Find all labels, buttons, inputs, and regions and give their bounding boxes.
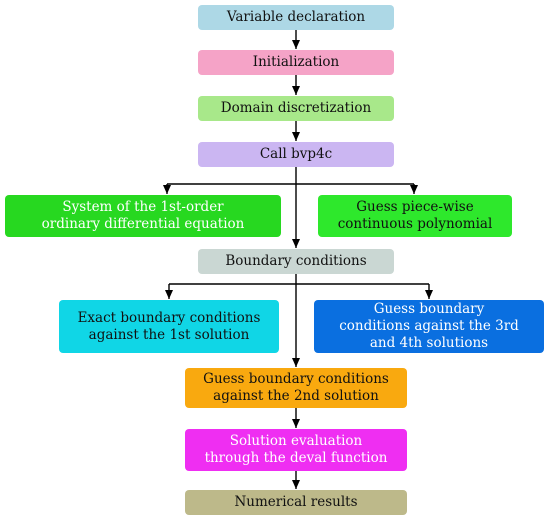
node-guess-boundary-conditions-3rd-4th: Guess boundary conditions against the 3r… xyxy=(314,300,544,353)
node-domain-discretization: Domain discretization xyxy=(198,96,394,121)
node-initialization: Initialization xyxy=(198,50,394,75)
node-guess-polynomial: Guess piece-wise continuous polynomial xyxy=(318,195,512,237)
node-guess-boundary-conditions-2nd: Guess boundary conditions against the 2n… xyxy=(185,368,407,408)
node-exact-boundary-conditions: Exact boundary conditions against the 1s… xyxy=(59,300,279,353)
node-call-bvp4c: Call bvp4c xyxy=(198,142,394,167)
node-system-ode: System of the 1st-order ordinary differe… xyxy=(5,195,281,237)
node-solution-evaluation: Solution evaluation through the deval fu… xyxy=(185,429,407,471)
node-variable-declaration: Variable declaration xyxy=(198,5,394,30)
node-numerical-results: Numerical results xyxy=(185,490,407,515)
node-boundary-conditions: Boundary conditions xyxy=(198,249,394,274)
